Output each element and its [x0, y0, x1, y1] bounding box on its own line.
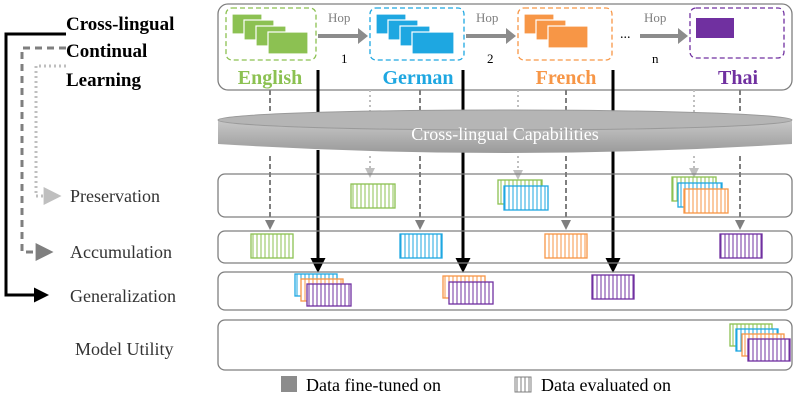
german-finetune-stack	[369, 7, 465, 61]
generalization-row	[217, 271, 793, 311]
hop-arrows: Hop 1 Hop 2 Hop n ...	[318, 10, 688, 66]
capabilities-cylinder: Cross-lingual Capabilities	[217, 109, 793, 153]
hop-1-arrow	[318, 28, 368, 44]
french-finetune-stack	[517, 7, 613, 61]
generalization-eval-thai	[591, 274, 635, 300]
accumulation-eval-german	[399, 233, 443, 259]
hop-2-arrow	[466, 28, 516, 44]
generalization-connector	[4, 32, 66, 303]
language-label-german: German	[382, 67, 453, 89]
language-label-english: English	[238, 67, 302, 89]
generalization-eval-german-french-thai	[294, 273, 352, 307]
hop-1-label: Hop	[328, 10, 350, 25]
language-label-thai: Thai	[718, 67, 758, 89]
utility-label: Model Utility	[75, 339, 174, 359]
row-boxes	[217, 173, 793, 371]
language-labels: English German French Thai	[238, 67, 759, 89]
utility-eval-all	[729, 323, 791, 362]
english-finetune-stack	[225, 7, 317, 61]
hop-n-index: n	[652, 51, 659, 66]
preservation-eval-english	[350, 183, 396, 209]
accumulation-label: Accumulation	[70, 242, 172, 262]
capabilities-label: Cross-lingual Capabilities	[411, 124, 598, 144]
preservation-row	[217, 173, 793, 218]
title-line-1: Cross-lingual	[66, 14, 174, 35]
legend-evaluated-label: Data evaluated on	[541, 375, 671, 395]
preservation-eval-english-german-french	[671, 176, 729, 214]
language-label-french: French	[536, 67, 597, 89]
vertical-connectors	[265, 70, 745, 273]
accumulation-eval-thai	[719, 233, 763, 259]
generalization-label: Generalization	[70, 286, 176, 306]
generalization-eval-french-thai	[442, 275, 494, 305]
hop-ellipsis: ...	[620, 27, 631, 42]
accumulation-eval-french	[544, 233, 588, 259]
legend-evaluated-swatch	[514, 376, 532, 393]
title-line-2: Continual	[66, 41, 147, 62]
title-line-3: Learning	[66, 70, 141, 91]
preservation-label: Preservation	[70, 186, 160, 206]
accumulation-eval-english	[250, 233, 294, 259]
legend-finetuned-swatch	[281, 376, 297, 392]
title-block: Cross-lingual Continual Learning	[66, 14, 174, 91]
hop-1-index: 1	[341, 51, 348, 66]
languages-panel	[217, 3, 793, 91]
hop-2-label: Hop	[476, 10, 498, 25]
accumulation-row	[217, 230, 793, 264]
legend: Data fine-tuned on Data evaluated on	[281, 375, 671, 395]
thai-finetune-stack	[689, 7, 785, 59]
left-connectors	[4, 32, 66, 303]
row-labels: Preservation Accumulation Generalization…	[70, 186, 176, 359]
legend-finetuned-label: Data fine-tuned on	[306, 375, 441, 395]
utility-row	[217, 319, 793, 371]
hop-n-label: Hop	[644, 10, 666, 25]
preservation-connector	[34, 64, 66, 205]
hop-n-arrow	[640, 28, 688, 44]
accumulation-connector	[20, 46, 66, 261]
hop-2-index: 2	[487, 51, 494, 66]
preservation-eval-english-german	[497, 179, 549, 211]
